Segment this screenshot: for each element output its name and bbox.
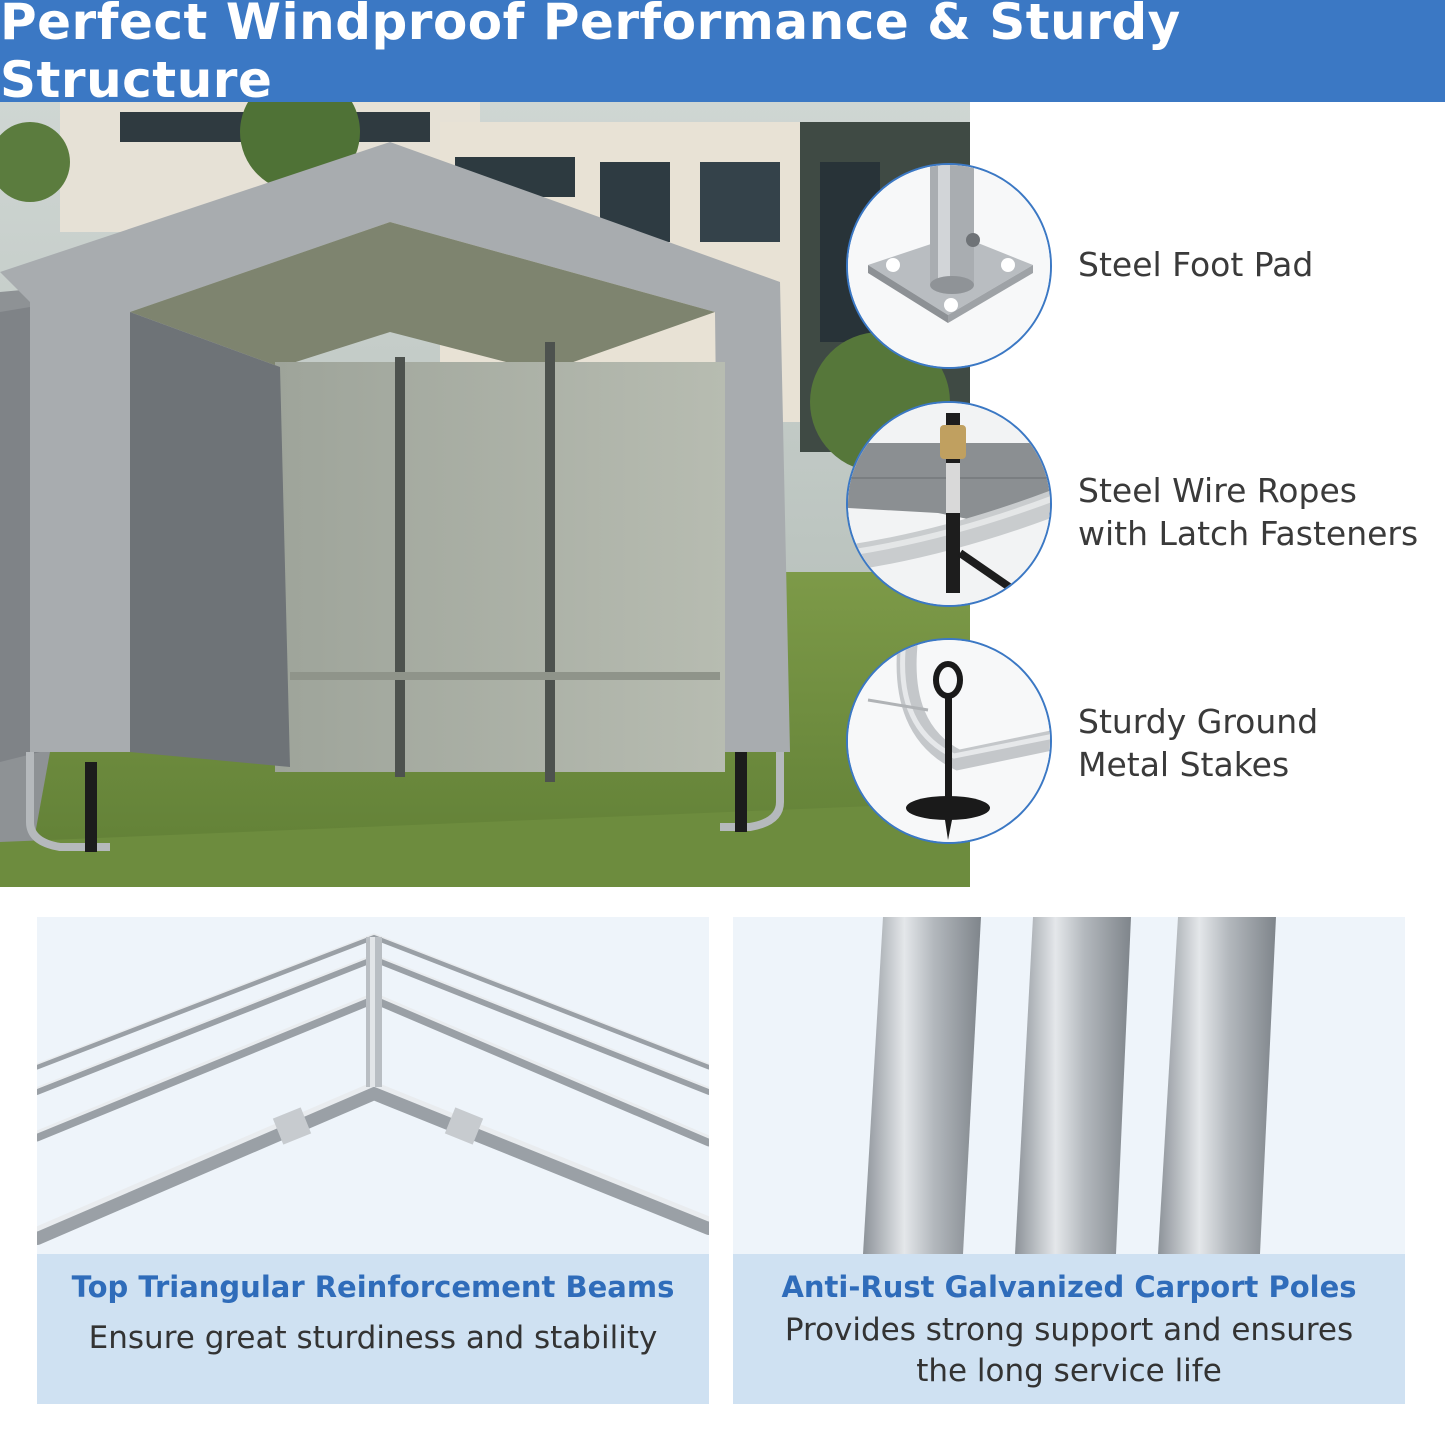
page-title: Perfect Windproof Performance & Sturdy S… bbox=[0, 0, 1181, 109]
reinforcement-beams-panel: Top Triangular Reinforcement Beams Ensur… bbox=[37, 917, 709, 1404]
header-banner: Perfect Windproof Performance & Sturdy S… bbox=[0, 0, 1445, 109]
steel-wire-rope-callout bbox=[846, 401, 1052, 607]
panel-description: Provides strong support and ensures the … bbox=[733, 1310, 1405, 1392]
feature-label-line: with Latch Fasteners bbox=[1078, 514, 1419, 553]
feature-label-line: Steel Foot Pad bbox=[1078, 245, 1314, 284]
panel-title: Anti-Rust Galvanized Carport Poles bbox=[781, 1270, 1357, 1304]
carport-poles-illustration bbox=[733, 917, 1405, 1254]
hero-photo bbox=[0, 102, 970, 887]
steel-foot-pad-icon bbox=[848, 165, 1050, 367]
panel-description-line: the long service life bbox=[916, 1353, 1222, 1389]
caption-box: Anti-Rust Galvanized Carport Poles Provi… bbox=[733, 1254, 1405, 1404]
feature-label-steel-wire-ropes: Steel Wire Ropes with Latch Fasteners bbox=[1078, 469, 1418, 555]
caption-box: Top Triangular Reinforcement Beams Ensur… bbox=[37, 1254, 709, 1404]
panel-title: Top Triangular Reinforcement Beams bbox=[71, 1270, 675, 1304]
panel-description-line: Provides strong support and ensures bbox=[784, 1312, 1354, 1348]
feature-label-line: Steel Wire Ropes bbox=[1078, 471, 1357, 510]
steel-foot-pad-callout bbox=[846, 163, 1052, 369]
triangular-beams-illustration bbox=[37, 917, 709, 1254]
panel-description: Ensure great sturdiness and stability bbox=[88, 1320, 658, 1356]
feature-label-ground-stakes: Sturdy Ground Metal Stakes bbox=[1078, 700, 1318, 786]
steel-wire-rope-icon bbox=[848, 403, 1050, 605]
feature-label-line: Metal Stakes bbox=[1078, 745, 1290, 784]
feature-label-steel-foot-pad: Steel Foot Pad bbox=[1078, 243, 1313, 286]
ground-stake-callout bbox=[846, 638, 1052, 844]
ground-stake-icon bbox=[848, 640, 1050, 842]
galvanized-poles-panel: Anti-Rust Galvanized Carport Poles Provi… bbox=[733, 917, 1405, 1404]
feature-label-line: Sturdy Ground bbox=[1078, 702, 1319, 741]
carport-tent-illustration bbox=[0, 102, 970, 887]
